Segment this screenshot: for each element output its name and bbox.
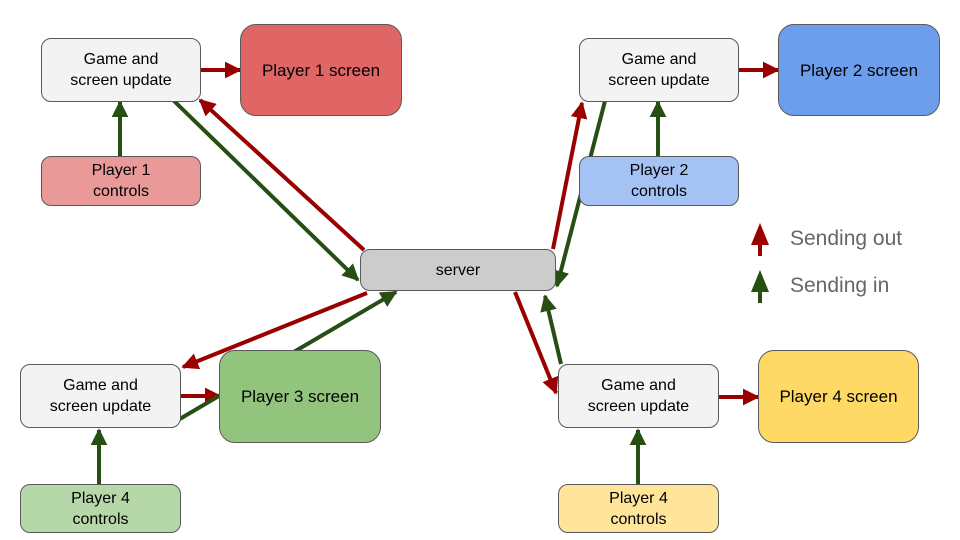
arrow-server-to-game2 xyxy=(551,101,588,250)
legend-sending-in-label: Sending in xyxy=(790,274,890,297)
game-update-line2: screen update xyxy=(608,72,710,89)
player1-screen-box: Player 1 screen xyxy=(240,24,402,116)
player4-controls-box: Player 4 controls xyxy=(558,484,719,533)
player1-screen-label: Player 1 screen xyxy=(261,60,381,80)
game-update-line2: screen update xyxy=(587,398,690,415)
arrow-server-to-game4 xyxy=(513,291,559,395)
arrow-server-to-game3 xyxy=(181,291,368,370)
player3-screen-box: Player 3 screen xyxy=(219,350,381,443)
legend-sending-in: Sending in xyxy=(750,269,889,303)
player4-screen-box: Player 4 screen xyxy=(758,350,919,443)
player2-screen-label: Player 2 screen xyxy=(799,60,919,80)
game-update-box-player1: Game and screen update xyxy=(41,38,201,102)
legend-sending-out-label: Sending out xyxy=(790,227,903,250)
controls-line2: controls xyxy=(92,183,149,200)
controls-line1: Player 1 xyxy=(91,162,151,179)
arrow-server-to-game1 xyxy=(198,98,366,252)
arrow-game1-to-server xyxy=(170,97,360,282)
green-arrow-up-icon xyxy=(751,270,769,303)
game-update-line1: Game and xyxy=(63,377,138,394)
server-label: server xyxy=(435,261,481,279)
controls-line2: controls xyxy=(630,183,687,200)
player3-controls-box: Player 4 controls xyxy=(20,484,181,533)
game-update-box-player3: Game and screen update xyxy=(20,364,181,428)
legend-sending-out: Sending out xyxy=(750,222,902,256)
arrow-game4-to-server xyxy=(540,294,563,365)
server-box: server xyxy=(360,249,556,291)
game-update-box-player2: Game and screen update xyxy=(579,38,739,102)
controls-line2: controls xyxy=(72,510,129,528)
controls-line1: Player 2 xyxy=(629,162,689,179)
player1-controls-box: Player 1 controls xyxy=(41,156,201,206)
game-update-line2: screen update xyxy=(49,398,152,415)
game-update-line2: screen update xyxy=(70,72,172,89)
player2-screen-box: Player 2 screen xyxy=(778,24,940,116)
controls-line1: Player 4 xyxy=(609,489,668,507)
game-update-box-player4: Game and screen update xyxy=(558,364,719,428)
game-update-line1: Game and xyxy=(621,51,697,68)
controls-line1: Player 4 xyxy=(71,489,130,507)
controls-line2: controls xyxy=(610,510,667,528)
red-arrow-up-icon xyxy=(751,223,769,256)
game-update-line1: Game and xyxy=(83,51,159,68)
game-update-line1: Game and xyxy=(601,377,676,394)
player4-screen-label: Player 4 screen xyxy=(779,387,898,406)
player2-controls-box: Player 2 controls xyxy=(579,156,739,206)
player3-screen-label: Player 3 screen xyxy=(240,387,360,406)
